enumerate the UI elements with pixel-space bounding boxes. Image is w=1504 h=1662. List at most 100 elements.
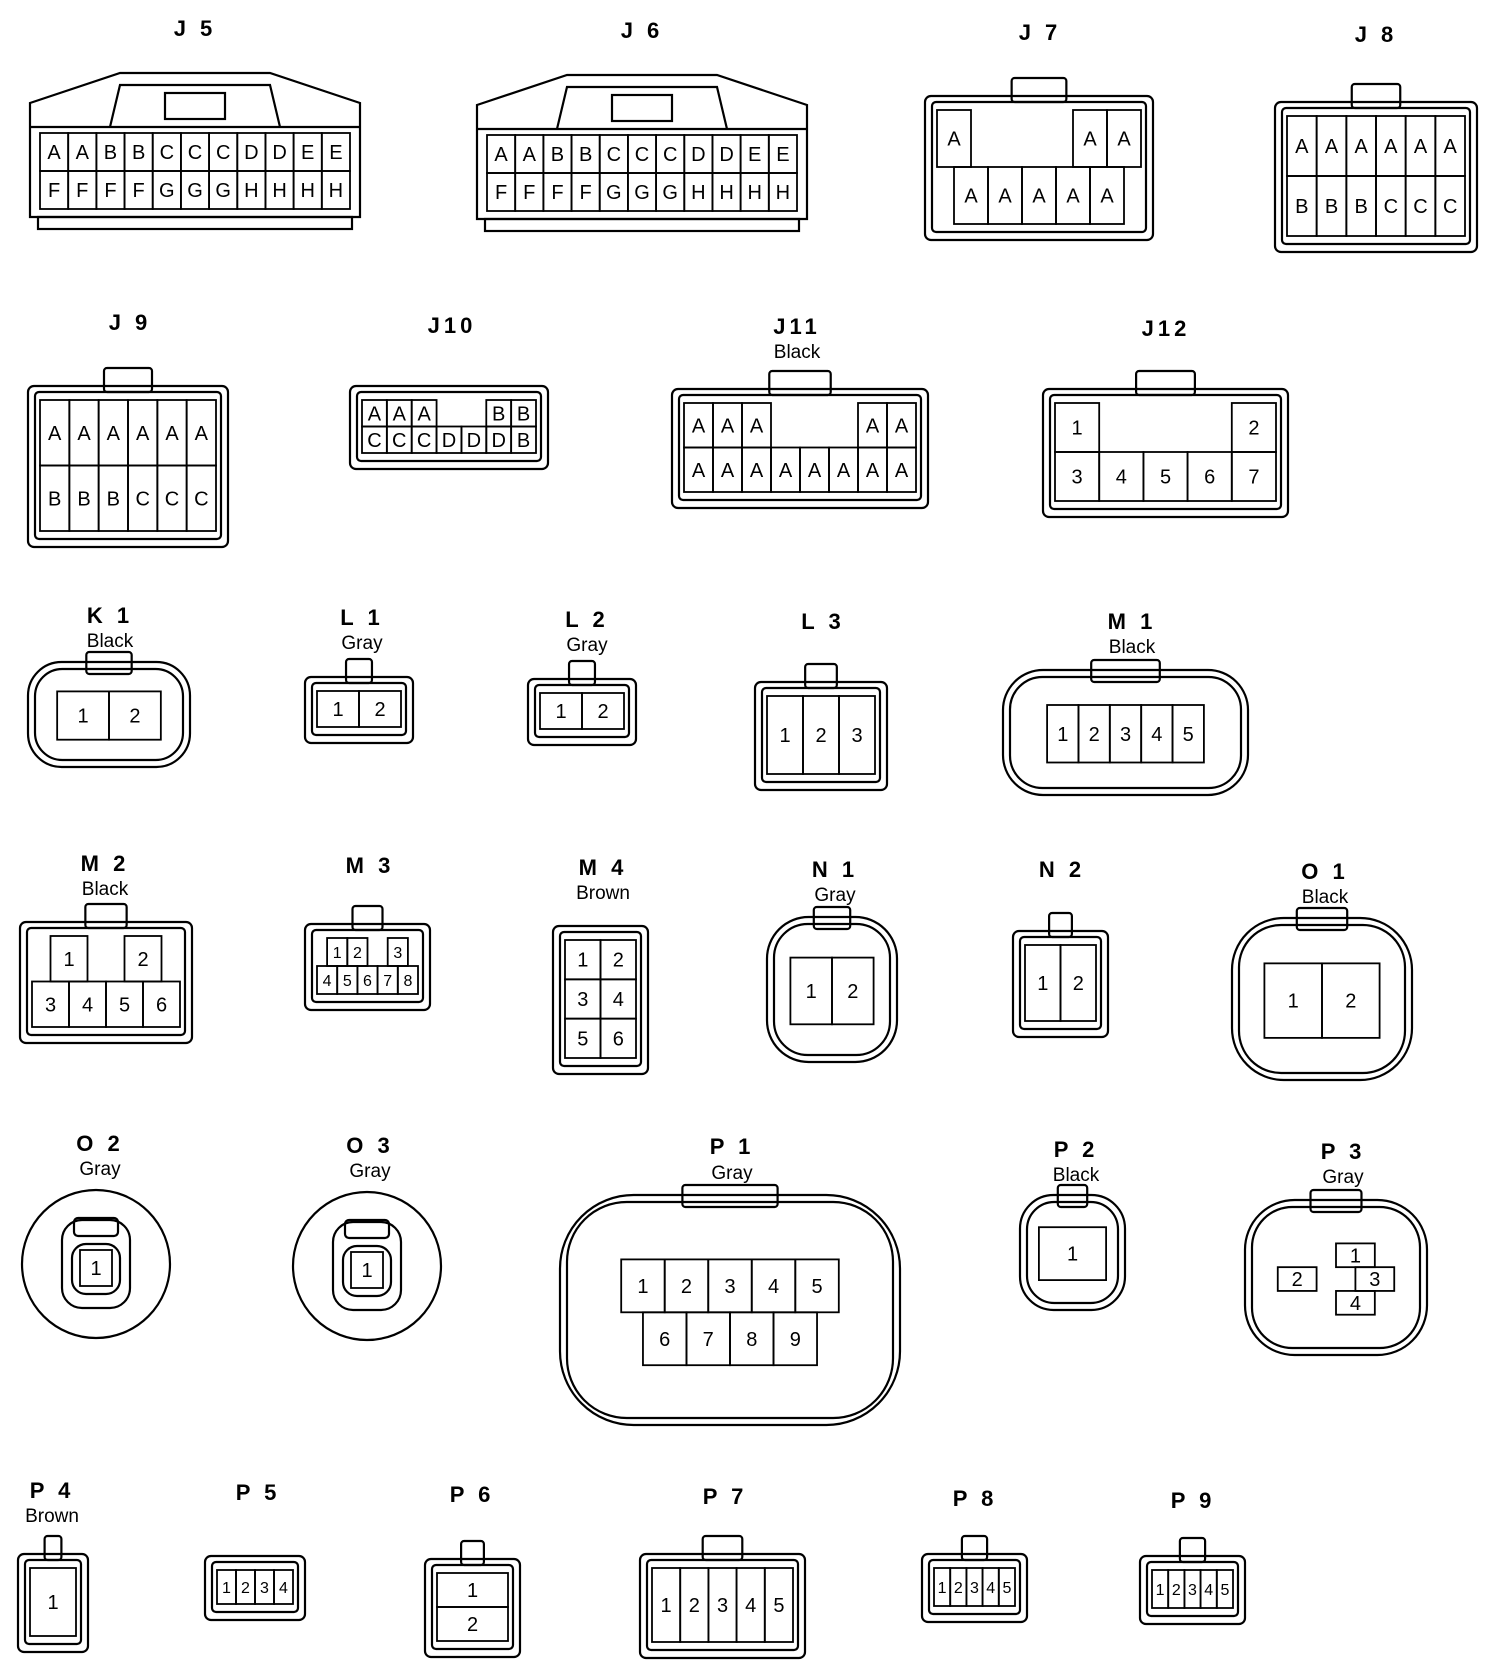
pin-label: A (866, 415, 880, 437)
pin-cell (185, 464, 217, 532)
pin-label: 6 (363, 973, 372, 990)
pin-label: A (47, 142, 61, 164)
connector-housing (638, 1534, 807, 1660)
connector-code: P 9 (1171, 1488, 1216, 1513)
pin-label: A (947, 129, 961, 151)
pin-label: A (393, 403, 407, 425)
connector-code: M 3 (346, 853, 395, 878)
connector-housing (551, 924, 650, 1076)
pin-label: 3 (717, 1595, 728, 1617)
connector-code: M 2 (81, 851, 130, 876)
pin-label: C (663, 144, 677, 166)
pin-label: A (808, 460, 822, 482)
connector-housing (423, 1539, 522, 1659)
pin-label: 4 (613, 989, 624, 1011)
connector-color: Gray (711, 1163, 753, 1184)
pin-label: B (104, 142, 117, 164)
pin-cell (1215, 1569, 1234, 1609)
pin-label: A (866, 460, 880, 482)
pin-cell (108, 690, 162, 741)
connector-color: Gray (79, 1159, 121, 1180)
connector-housing (475, 73, 809, 233)
pin-label: 1 (577, 950, 588, 972)
pin-label: 6 (613, 1028, 624, 1050)
connector-code: J 6 (621, 18, 664, 43)
connector-color: Gray (341, 633, 383, 654)
pin-label: A (1117, 129, 1131, 151)
connector-code: J 8 (1355, 22, 1398, 47)
connector-code: M 1 (1108, 609, 1157, 634)
pin-label: H (244, 180, 258, 202)
pin-label: F (104, 180, 116, 202)
connector-code: P 8 (953, 1486, 998, 1511)
pin-cell (581, 692, 625, 730)
pin-label: C (1384, 196, 1398, 218)
pin-label: 2 (129, 706, 140, 728)
pin-label: B (579, 144, 592, 166)
pin-label: A (837, 460, 851, 482)
pin-label: A (1384, 136, 1398, 158)
connector-color: Gray (566, 635, 608, 656)
pin-label: C (194, 488, 208, 510)
pin-label: A (77, 423, 91, 445)
connector-color: Black (87, 631, 134, 652)
connector-color: Black (1053, 1165, 1100, 1186)
connector-code: N 2 (1039, 857, 1085, 882)
pin-label: 3 (577, 989, 588, 1011)
pin-label: C (160, 142, 174, 164)
pin-label: A (895, 415, 909, 437)
pin-label: 2 (241, 1580, 250, 1597)
pin-cell (273, 1569, 294, 1605)
pin-label: 3 (851, 725, 862, 747)
connector-color: Gray (1322, 1167, 1364, 1188)
pin-label: D (272, 142, 286, 164)
pin-cell (1089, 166, 1125, 225)
pin-label: 1 (1072, 418, 1083, 440)
pin-label: 2 (954, 1580, 963, 1597)
pin-label: G (187, 180, 203, 202)
pin-label: A (1100, 186, 1114, 208)
connector-housing (526, 659, 638, 747)
pin-label: G (662, 182, 678, 204)
pin-label: F (580, 182, 592, 204)
pin-label: 2 (1172, 1582, 1181, 1599)
pin-label: 1 (1350, 1245, 1361, 1267)
connector-housing (28, 71, 362, 231)
pin-label: 3 (260, 1580, 269, 1597)
pin-label: 1 (467, 1580, 478, 1602)
pin-label: 2 (1292, 1269, 1303, 1291)
pin-label: 1 (555, 701, 566, 723)
pin-label: 2 (1089, 724, 1100, 746)
pin-label: 9 (790, 1329, 801, 1351)
connector-housing (765, 905, 899, 1064)
connector-housing (670, 369, 930, 510)
pin-label: H (776, 182, 790, 204)
connector-color: Black (1302, 887, 1349, 908)
pin-label: 4 (1151, 724, 1162, 746)
pin-label: 1 (78, 706, 89, 728)
pin-cell (767, 172, 798, 212)
pin-label: 5 (1160, 467, 1171, 489)
pin-label: 4 (279, 1580, 288, 1597)
pin-label: A (779, 460, 793, 482)
connector-housing (1001, 658, 1250, 797)
connector-code: P 7 (703, 1484, 748, 1509)
pin-label: C (417, 430, 431, 452)
pin-label: 1 (1288, 991, 1299, 1013)
pin-label: 4 (986, 1580, 995, 1597)
